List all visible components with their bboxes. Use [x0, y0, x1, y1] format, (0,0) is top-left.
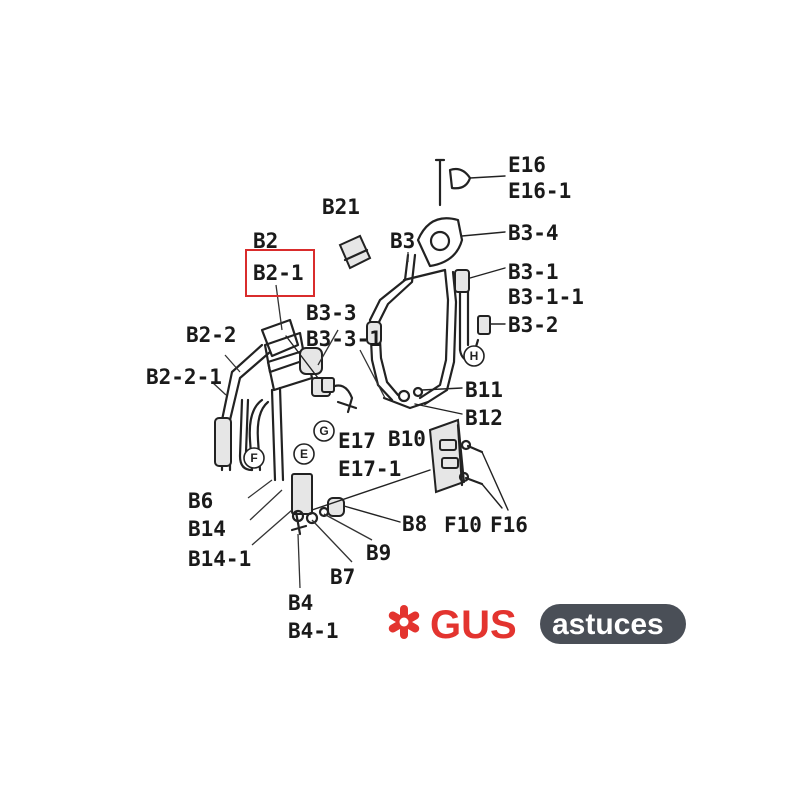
marker-f-text: F — [250, 451, 257, 465]
marker-e-text: E — [300, 447, 308, 461]
part-b10-fittings — [382, 386, 463, 415]
part-e16 — [434, 158, 506, 207]
label-b14: B14 — [188, 517, 226, 541]
part-labels: E16 E16-1 B21 B3 B3-4 B2 B2-1 B3-1 B3-1-… — [146, 153, 584, 643]
label-b2-1: B2-1 — [253, 261, 304, 285]
marker-h-text: H — [470, 349, 479, 363]
part-b2-2-tube — [214, 343, 272, 472]
label-b4-1: B4-1 — [288, 619, 339, 643]
label-b2-2: B2-2 — [186, 323, 237, 347]
label-b2-2-1: B2-2-1 — [146, 365, 222, 389]
logo-suffix: astuces — [552, 608, 664, 641]
label-b3-3-1: B3-3-1 — [306, 327, 382, 351]
label-b3-2: B3-2 — [508, 313, 559, 337]
label-b3-4: B3-4 — [508, 221, 559, 245]
part-b21 — [338, 234, 372, 270]
marker-g: G — [313, 420, 335, 442]
marker-e: E — [293, 443, 315, 465]
label-b7: B7 — [330, 565, 355, 589]
marker-h: H — [463, 345, 485, 367]
part-e17 — [321, 377, 358, 414]
label-f16: F16 — [490, 513, 528, 537]
label-b3: B3 — [390, 229, 415, 253]
part-b3-4 — [416, 217, 506, 268]
label-b3-3: B3-3 — [306, 301, 357, 325]
part-f10-box — [428, 418, 466, 494]
label-b4: B4 — [288, 591, 313, 615]
part-b3-2 — [477, 315, 506, 335]
label-e16-1: E16-1 — [508, 179, 571, 203]
part-f16-screws — [458, 439, 509, 511]
highlight-box — [245, 249, 315, 297]
label-b3-1: B3-1 — [508, 260, 559, 284]
label-e17-1: E17-1 — [338, 457, 401, 481]
label-b14-1: B14-1 — [188, 547, 251, 571]
part-b4-fittings — [290, 506, 330, 536]
circle-markers: H G E F — [243, 345, 485, 469]
asterisk-logo-icon — [388, 605, 420, 639]
gus-astuces-logo: GUS astuces — [388, 603, 686, 647]
label-b12: B12 — [465, 406, 503, 430]
label-e17: E17 — [338, 429, 376, 453]
marker-g-text: G — [319, 424, 328, 438]
logo-brand: GUS — [430, 603, 517, 647]
label-b2: B2 — [253, 229, 278, 253]
label-b6: B6 — [188, 489, 213, 513]
label-b3-1-1: B3-1-1 — [508, 285, 584, 309]
label-b8: B8 — [402, 512, 427, 536]
label-b21: B21 — [322, 195, 360, 219]
part-drawings — [214, 158, 509, 536]
label-b9: B9 — [366, 541, 391, 565]
label-b10: B10 — [388, 427, 426, 451]
part-b3-1 — [454, 267, 506, 362]
label-f10: F10 — [444, 513, 482, 537]
connector-line — [311, 469, 431, 511]
marker-f: F — [243, 447, 265, 469]
label-e16: E16 — [508, 153, 546, 177]
label-b11: B11 — [465, 378, 503, 402]
logo-pill — [540, 604, 686, 644]
leader-lines — [211, 252, 409, 589]
